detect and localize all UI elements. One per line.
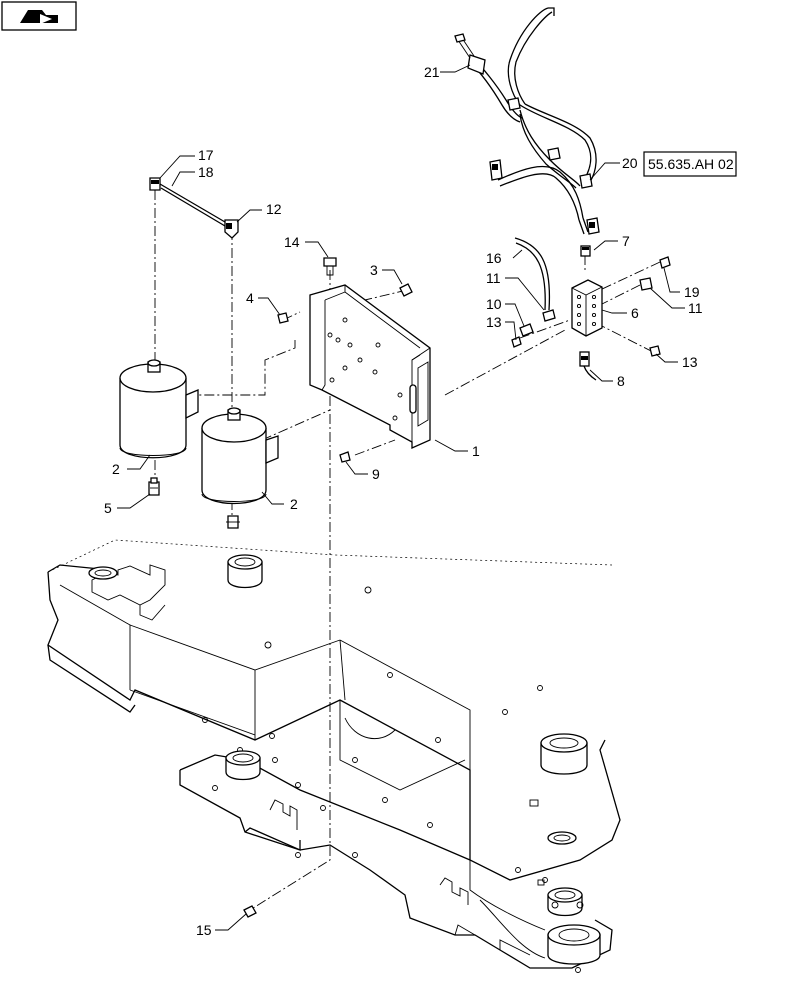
distribution-block xyxy=(571,279,603,337)
callout-17: 17 xyxy=(198,147,214,163)
callout-2-left: 2 xyxy=(112,461,120,477)
nut-15 xyxy=(243,905,257,918)
callout-19: 19 xyxy=(684,284,700,300)
bolt-14 xyxy=(323,257,337,276)
tube-18 xyxy=(159,183,226,227)
callout-11-left: 11 xyxy=(486,270,501,286)
mounting-plate xyxy=(309,284,431,450)
air-tank-left xyxy=(119,359,199,459)
fitting-11-right xyxy=(639,277,653,291)
plug-13-right xyxy=(649,345,661,357)
drain-valve-left xyxy=(148,477,160,496)
hose-16 xyxy=(514,237,551,311)
callout-9: 9 xyxy=(372,466,380,482)
callout-3: 3 xyxy=(370,262,378,278)
nut-4 xyxy=(277,312,289,324)
drain-valve-right xyxy=(226,515,240,529)
fitting-17 xyxy=(149,177,161,191)
fitting-10 xyxy=(519,323,534,337)
callout-labels: 17 18 12 14 3 4 1 9 2 2 5 16 7 11 10 13 … xyxy=(104,64,703,938)
plug-13-left xyxy=(511,336,522,348)
elbow-fitting-12 xyxy=(224,219,239,239)
callout-6: 6 xyxy=(631,305,639,321)
callout-20: 20 xyxy=(622,155,638,171)
bolt-3 xyxy=(399,283,413,297)
reference-link-text[interactable]: 55.635.AH 02 xyxy=(648,156,734,172)
callout-11-right: 11 xyxy=(688,300,703,316)
callout-18: 18 xyxy=(198,164,214,180)
assembly-center-lines xyxy=(154,190,661,911)
switch-7 xyxy=(580,245,591,257)
air-tank-right xyxy=(201,407,279,505)
callout-8: 8 xyxy=(617,373,625,389)
reference-link-box[interactable]: 55.635.AH 02 xyxy=(643,151,737,177)
callout-16: 16 xyxy=(486,250,502,266)
nut-9 xyxy=(339,451,351,463)
callout-12: 12 xyxy=(266,201,282,217)
fitting-11-left xyxy=(542,309,556,322)
callout-leaders xyxy=(117,64,685,931)
callout-7: 7 xyxy=(622,233,630,249)
plug-19 xyxy=(659,256,671,269)
frame-assembly xyxy=(47,539,621,973)
callout-1: 1 xyxy=(472,443,480,459)
navigation-arrow-icon[interactable] xyxy=(1,1,77,31)
callout-14: 14 xyxy=(284,234,300,250)
wire-harness xyxy=(454,7,600,235)
sensor-8 xyxy=(579,351,597,381)
callout-4: 4 xyxy=(246,290,254,306)
callout-15: 15 xyxy=(196,922,212,938)
callout-5: 5 xyxy=(104,500,112,516)
callout-21: 21 xyxy=(424,64,440,80)
callout-13-right: 13 xyxy=(682,354,698,370)
callout-13-left: 13 xyxy=(486,314,502,330)
callout-2-right: 2 xyxy=(290,496,298,512)
callout-10: 10 xyxy=(486,296,502,312)
